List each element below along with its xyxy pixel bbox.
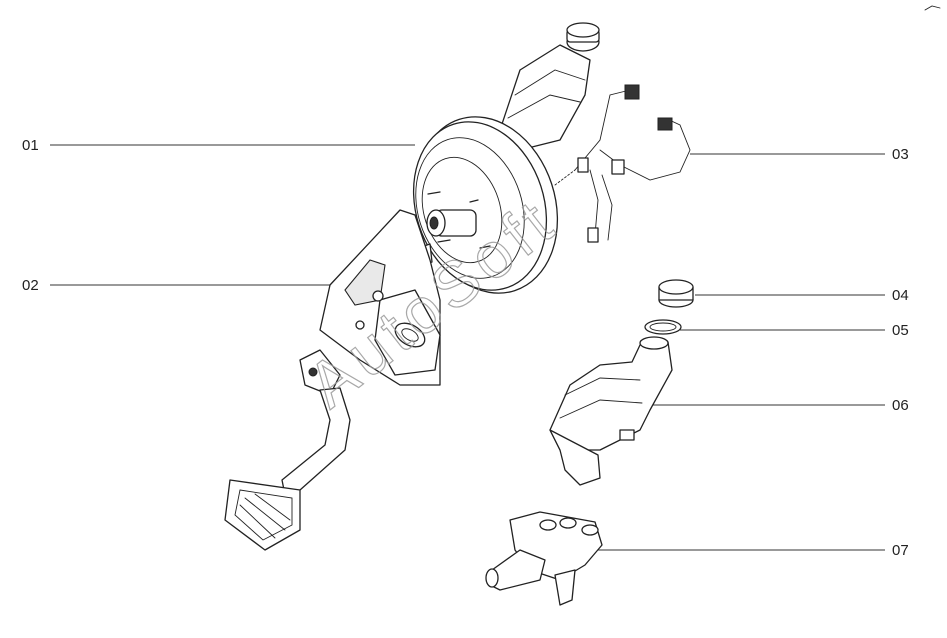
brake-lines (554, 84, 691, 243)
fluid-reservoir (549, 336, 673, 486)
callout-03: 03 (892, 146, 909, 163)
leader-lines (50, 144, 885, 551)
callout-07: 07 (892, 542, 909, 559)
callout-labels: 01 02 03 04 05 06 07 (22, 137, 909, 559)
corner-mark (924, 5, 941, 11)
brake-booster (412, 116, 559, 294)
upper-reservoir (499, 22, 600, 151)
callout-02: 02 (22, 277, 39, 294)
reservoir-cap (658, 279, 694, 308)
callout-06: 06 (892, 397, 909, 414)
o-ring-seal (644, 319, 682, 335)
master-cylinder (485, 511, 603, 606)
callout-05: 05 (892, 322, 909, 339)
callout-01: 01 (22, 137, 39, 154)
callout-04: 04 (892, 287, 909, 304)
pedal-box (224, 209, 441, 551)
